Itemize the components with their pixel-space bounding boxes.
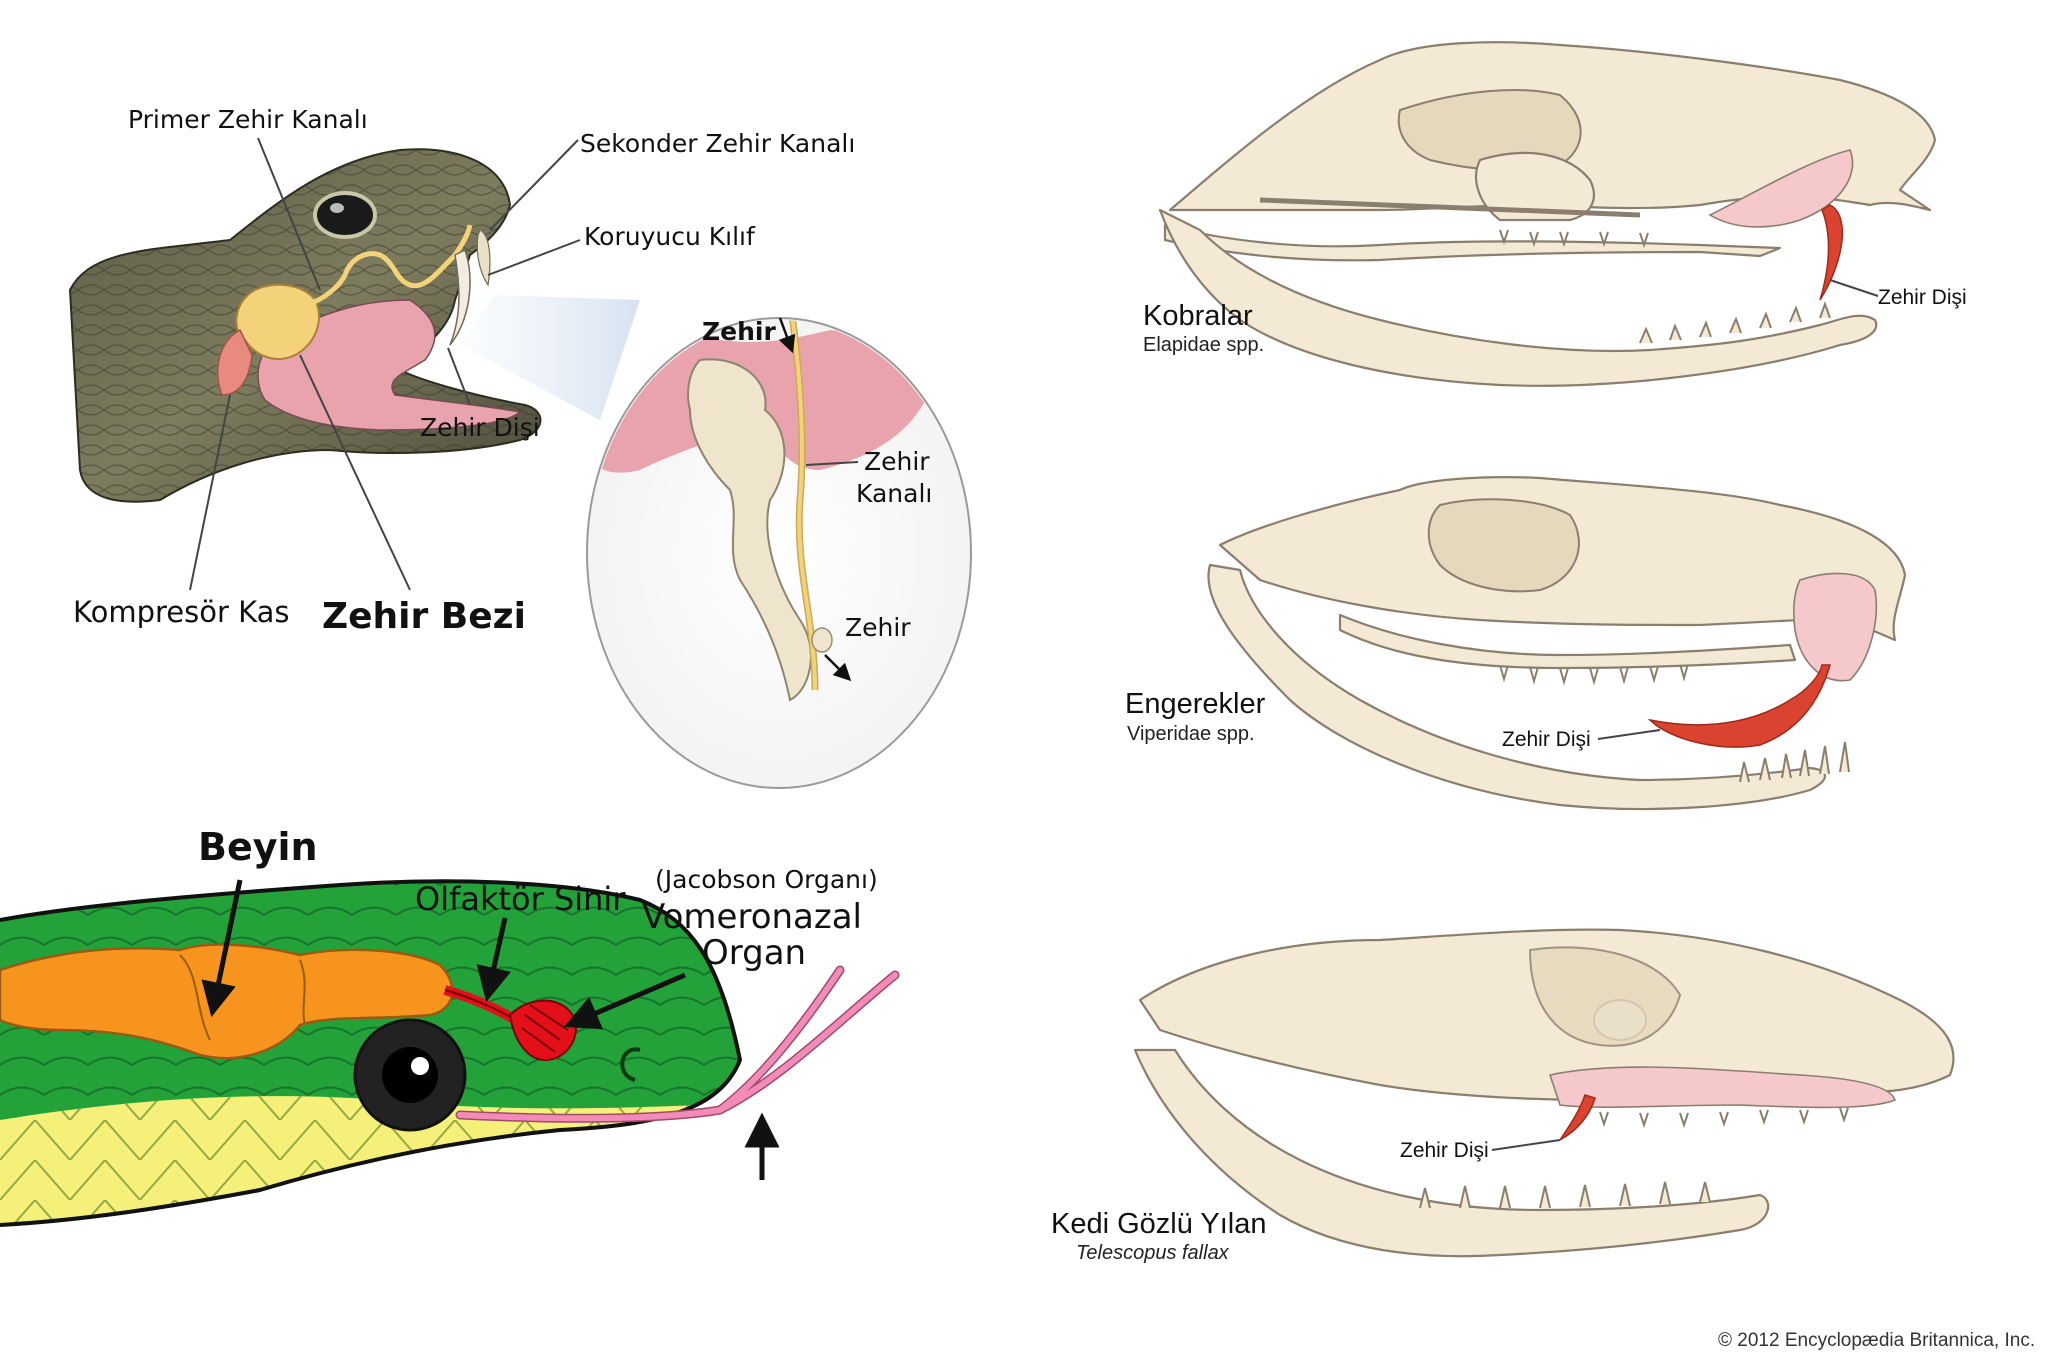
mouth-interior [257,299,522,431]
fang-inset [586,317,972,789]
label-venom-fang: Zehir Dişi [420,413,540,442]
label-brain: Beyin [198,825,318,869]
skull-cat-eyed: Kedi Gözlü Yılan Telescopus fallax Zehir… [1051,928,1955,1264]
magnification-beam [460,295,640,420]
inset-label-venom-top: Zehir [702,317,776,346]
label-gland: Zehir Bezi [322,596,526,637]
label-vomeronasal-line2: Organ [702,933,806,973]
skull-cobra-latin: Elapidae spp. [1143,334,1264,356]
skull-viper: Engerekler Viperidae spp. Zehir Dişi [1125,476,1907,811]
inset-label-duct-line1: Zehir [864,447,930,476]
snake-brain-illustration: Beyin Olfaktör Sinir (Jacobson Organı) V… [0,825,900,1227]
skull-cat-eyed-latin: Telescopus fallax [1076,1242,1230,1264]
label-primary-duct: Primer Zehir Kanalı [128,105,368,134]
label-secondary-duct: Sekonder Zehir Kanalı [580,129,855,158]
label-olfactory: Olfaktör Sinir [415,880,626,918]
inset-label-venom-bottom: Zehir [845,613,911,642]
skull-viper-name: Engerekler [1125,688,1266,720]
skull-cat-eyed-name: Kedi Gözlü Yılan [1051,1208,1267,1240]
label-vomeronasal-line1: Vomeronazal [642,897,862,937]
label-compressor: Kompresör Kas [73,595,289,629]
skull-cobra-fang-label: Zehir Dişi [1878,286,1967,309]
snake-eye [313,191,377,239]
compressor-muscle [217,328,253,396]
skull-cobra-name: Kobralar [1143,300,1253,332]
inset-label-duct-line2: Kanalı [856,479,932,508]
label-sheath: Koruyucu Kılıf [584,222,756,251]
skull-viper-fang-label: Zehir Dişi [1502,728,1591,751]
skull-cat-eyed-fang-label: Zehir Dişi [1400,1139,1489,1162]
venom-fang [449,248,471,346]
venom-duct [304,224,473,308]
venom-apparatus-illustration: Primer Zehir Kanalı Sekonder Zehir Kanal… [68,105,972,789]
skull-cobra: Kobralar Elapidae spp. Zehir Dişi [1143,41,1967,387]
skull-viper-latin: Viperidae spp. [1127,723,1255,745]
copyright-notice: © 2012 Encyclopædia Britannica, Inc. [1718,1330,2035,1351]
label-jacobson: (Jacobson Organı) [655,865,878,894]
nostril [620,1047,641,1082]
